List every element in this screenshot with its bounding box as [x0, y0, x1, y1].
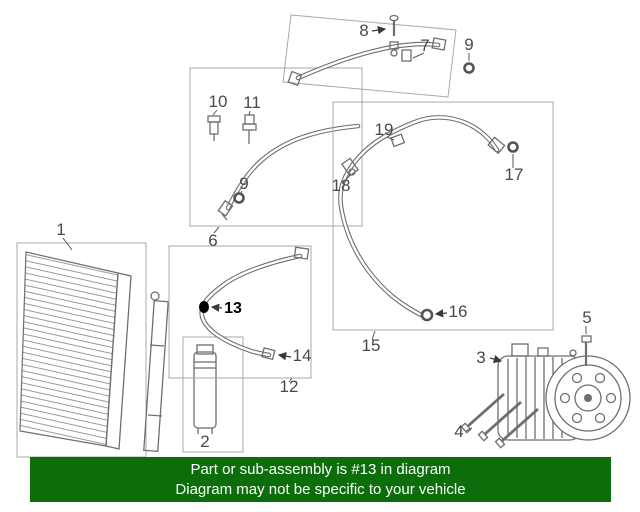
callout-5: 5	[582, 308, 591, 327]
callout-1-leader	[62, 237, 73, 251]
callout-10-leader	[212, 109, 218, 116]
callout-2: 2	[200, 432, 209, 451]
callout-16-arrow	[434, 309, 448, 318]
oring-16-part	[420, 308, 434, 322]
box-12-frame	[168, 245, 312, 379]
pipe-6-inner	[226, 124, 360, 210]
top-box-frame	[282, 14, 457, 98]
callout-12: 12	[280, 377, 299, 396]
callout-6-leader	[213, 226, 220, 234]
callout-9-left: 9	[239, 174, 248, 193]
bolt-5-part	[569, 335, 592, 366]
callout-19-leader	[386, 136, 395, 141]
callout-18-leader	[342, 174, 351, 185]
callout-3-arrow	[489, 355, 503, 364]
callout-14: 14	[293, 346, 312, 365]
callout-11-leader	[248, 110, 251, 116]
callout-1: 1	[56, 220, 65, 239]
suction-hose-inner	[200, 254, 302, 357]
long-hose-15-inner	[339, 116, 499, 317]
callout-16: 16	[449, 302, 468, 321]
highlight-banner: Part or sub-assembly is #13 in diagram D…	[30, 457, 611, 502]
callout-17: 17	[505, 165, 524, 184]
callout-8: 8	[359, 21, 368, 40]
callout-7-leader	[412, 52, 425, 59]
suction-hose-assembly: 13 14 12	[168, 245, 312, 396]
callout-9-top: 9	[464, 35, 473, 54]
pipe-elbow-fitting	[217, 199, 234, 221]
valve-7-part	[401, 49, 412, 62]
receiver-drier-assembly: 2	[182, 336, 244, 453]
callout-18: 18	[332, 176, 351, 195]
callout-3: 3	[476, 348, 485, 367]
callout-13-arrow	[210, 303, 223, 312]
callout-19: 19	[375, 120, 394, 139]
oring-9-left-part	[233, 192, 245, 204]
hose-end-nut-15	[487, 136, 506, 155]
valve-11-part	[242, 114, 257, 144]
fitting-14-part	[261, 347, 276, 361]
mounting-bolts-4	[460, 392, 539, 449]
pipe-assembly-6: 10 11 9 6	[189, 67, 363, 250]
sensor-10-part	[207, 115, 221, 141]
callout-15: 15	[362, 336, 381, 355]
drier-cartridge	[193, 344, 217, 434]
long-hose-15	[338, 115, 500, 318]
hose-assembly-15: 19 18 17 16 15	[332, 101, 554, 355]
banner-line2: Diagram may not be specific to your vehi…	[175, 480, 466, 498]
condenser-assembly: 1	[16, 220, 169, 458]
condenser-tank	[105, 272, 132, 450]
callout-4: 4	[454, 422, 463, 441]
compressor-pulley	[545, 355, 631, 441]
compressor-assembly: 3 4 5	[454, 308, 631, 449]
screw-8-part	[389, 14, 399, 57]
callout-9-left-leader	[239, 190, 243, 196]
callout-7: 7	[420, 36, 429, 55]
callout-14-arrow	[277, 352, 292, 361]
box-15-frame	[332, 101, 554, 331]
hose-left-fitting	[287, 70, 303, 87]
grommet-13-highlighted	[199, 301, 209, 313]
oring-9-top-part	[463, 62, 475, 74]
callout-10: 10	[209, 92, 228, 111]
box-6-frame	[189, 67, 363, 227]
hose-right-nut	[431, 37, 447, 51]
callout-13: 13	[224, 300, 242, 317]
callout-8-arrow	[371, 25, 387, 35]
hose-end-fitting-12	[293, 246, 310, 260]
box-2-frame	[182, 336, 244, 453]
fitting-18-part	[340, 157, 360, 177]
discharge-hose-assembly-top: 8 7 9	[282, 14, 475, 98]
discharge-hose	[295, 41, 441, 81]
fitting-19-part	[390, 133, 406, 148]
callout-11: 11	[243, 93, 261, 112]
oring-17-part	[507, 141, 519, 153]
banner-line1: Part or sub-assembly is #13 in diagram	[190, 460, 451, 478]
condenser-drier-tube	[143, 291, 169, 452]
callout-4-leader	[465, 427, 473, 432]
discharge-hose-inner	[296, 42, 440, 80]
condenser-core	[19, 251, 119, 447]
callout-15-leader	[371, 330, 376, 341]
callout-6: 6	[208, 231, 217, 250]
callout-12-leader	[288, 377, 293, 383]
